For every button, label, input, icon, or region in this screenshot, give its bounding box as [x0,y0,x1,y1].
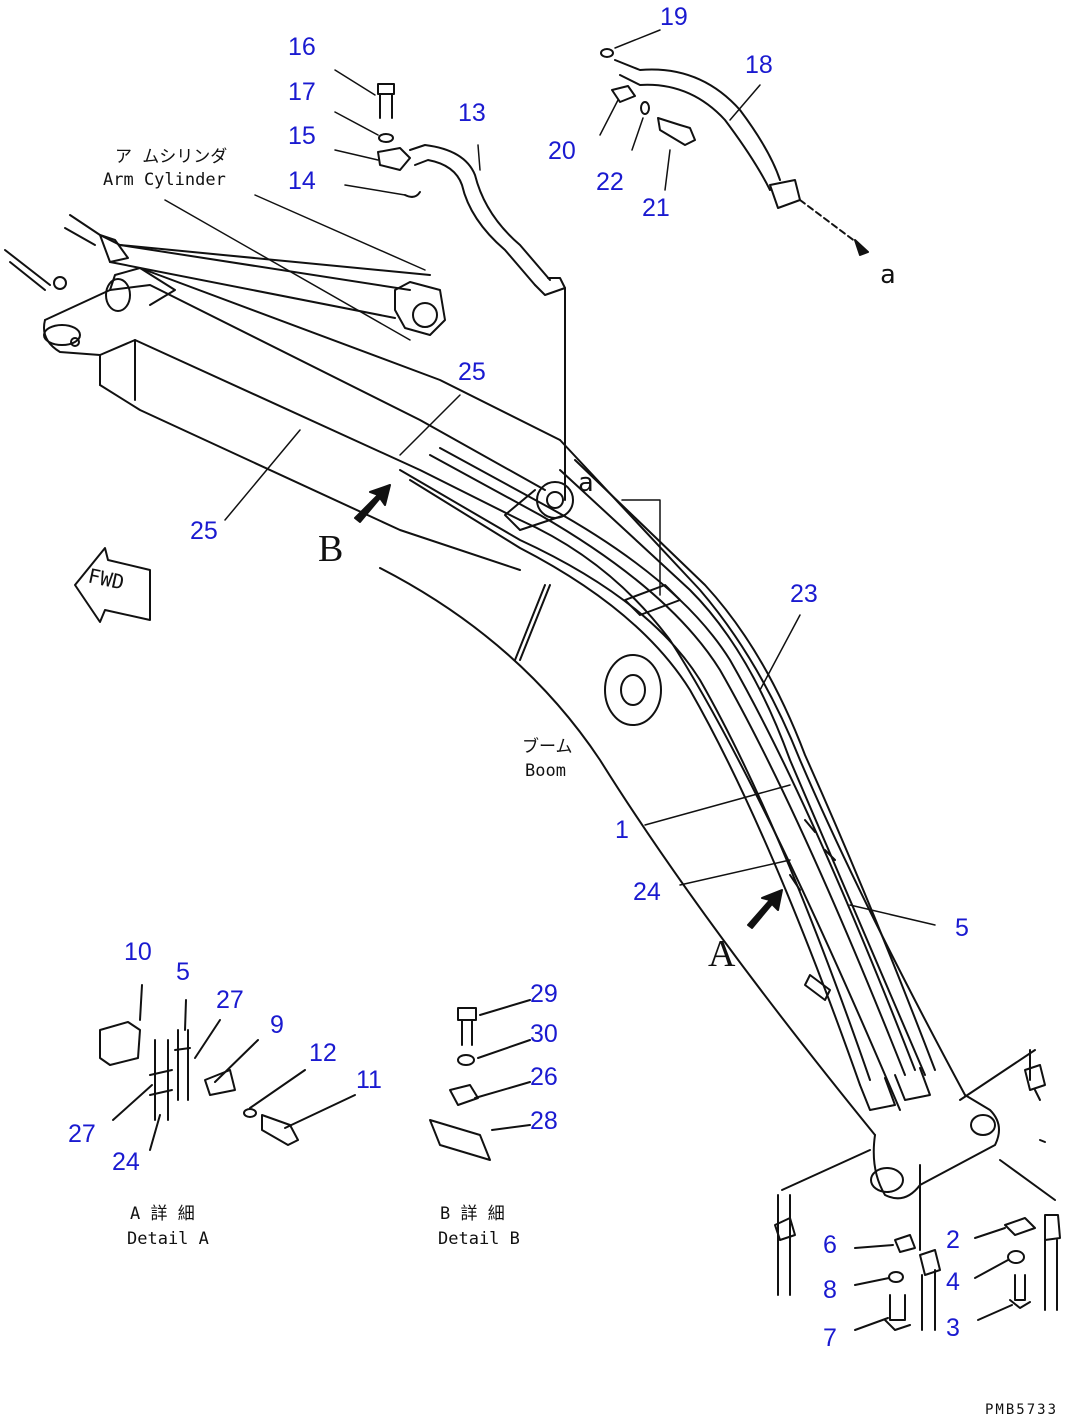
boom-label-jp: ブーム [522,737,573,757]
part-number-15: 15 [288,122,316,150]
part-number-4: 4 [946,1268,960,1296]
bolt-16 [377,83,395,119]
arm-cylinder [4,214,446,336]
drawing-code: PMB5733 [985,1402,1059,1418]
part-number-25-lower: 25 [190,517,218,545]
part-number-30: 30 [530,1020,558,1048]
boom-hoses [399,447,936,1111]
part-number-5-main: 5 [955,914,969,942]
hose-18 [614,59,869,256]
view-marker-a: A [708,933,736,975]
arm-cylinder-label-jp: ア ムシリンダ [115,147,228,167]
hose-13 [409,144,566,501]
part-number-28: 28 [530,1107,558,1135]
part-number-25-upper: 25 [458,358,486,386]
clamp-15 [377,147,411,171]
part-number-7: 7 [823,1324,837,1352]
part-number-1: 1 [615,816,629,844]
detail-b-title-jp: B 詳 細 [440,1204,505,1224]
washer-22 [640,101,650,115]
detail-b-drawing [429,999,531,1161]
view-marker-b: B [318,528,344,570]
part-number-20: 20 [548,137,576,165]
clamp-20 [611,85,636,103]
part-number-14: 14 [288,167,316,195]
part-number-9: 9 [270,1011,284,1039]
part-number-19: 19 [660,3,688,31]
part-number-27-lower: 27 [68,1120,96,1148]
detail-a-title-en: Detail A [127,1229,209,1249]
fwd-arrow [74,547,151,623]
part-number-6: 6 [823,1231,837,1259]
boom-label-en: Boom [525,761,566,781]
part-number-10: 10 [124,938,152,966]
part-number-17: 17 [288,78,316,106]
clip-14 [404,191,421,198]
part-number-13: 13 [458,99,486,127]
detail-a-drawing [99,984,356,1151]
part-number-21: 21 [642,194,670,222]
part-number-29: 29 [530,980,558,1008]
o-ring-19 [600,48,614,58]
detail-a-title-jp: A 詳 細 [130,1204,195,1224]
reference-a-top: a [880,260,896,290]
boom-body [379,439,1000,1200]
part-number-27-upper: 27 [216,986,244,1014]
part-number-5-detail: 5 [176,958,190,986]
bolt-21 [657,117,696,146]
washer-17 [378,133,394,143]
part-number-24-detail: 24 [112,1148,140,1176]
part-number-3: 3 [946,1314,960,1342]
arm-cylinder-label-en: Arm Cylinder [103,170,226,190]
reference-a-mid: a [578,468,594,498]
leader-lines [164,29,936,926]
part-number-23: 23 [790,580,818,608]
part-number-16: 16 [288,33,316,61]
arm-body [43,267,561,571]
part-number-12: 12 [309,1039,337,1067]
detail-b-title-en: Detail B [438,1229,520,1249]
part-number-8: 8 [823,1276,837,1304]
part-number-11: 11 [356,1066,382,1094]
part-number-26: 26 [530,1063,558,1091]
view-arrows [354,484,783,929]
part-number-18: 18 [745,51,773,79]
part-number-22: 22 [596,168,624,196]
bottom-right-parts [774,1049,1061,1331]
part-number-2: 2 [946,1226,960,1254]
part-number-24-main: 24 [633,878,661,906]
